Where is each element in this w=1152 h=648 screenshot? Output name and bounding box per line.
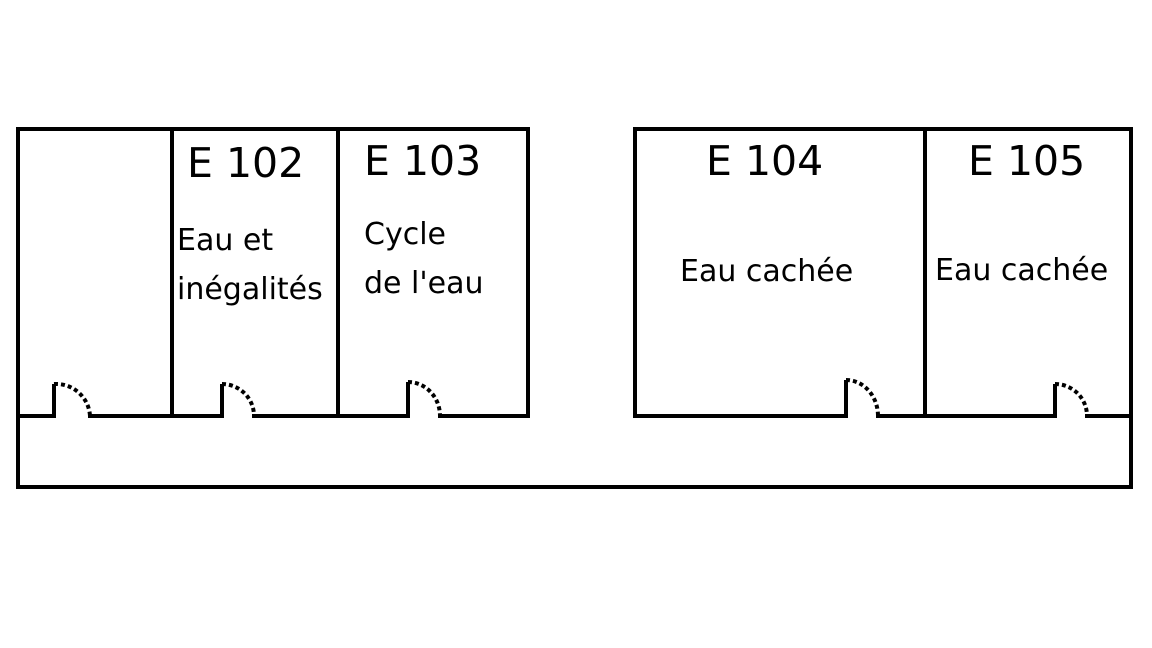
- door-e104: [844, 378, 880, 417]
- room-label-line: Eau et: [177, 223, 273, 258]
- room-number-e105: E 105: [968, 137, 1085, 185]
- room-number-e103: E 103: [364, 137, 481, 185]
- building-walls: [16, 127, 1133, 489]
- room-label-line: Eau cachée: [935, 253, 1108, 288]
- door-e103: [406, 380, 442, 417]
- room-label-line: de l'eau: [364, 266, 483, 301]
- room-label-line: inégalités: [177, 272, 323, 307]
- room-e102: E 102 Eau et inégalités: [177, 139, 323, 307]
- room-e103: E 103 Cycle de l'eau: [364, 137, 483, 301]
- door-e105: [1053, 382, 1089, 417]
- room-label-line: Cycle: [364, 217, 446, 252]
- room-e104: E 104 Eau cachée: [680, 137, 853, 289]
- room-number-e102: E 102: [187, 139, 304, 187]
- door-room-1: [52, 381, 92, 417]
- room-number-e104: E 104: [706, 137, 823, 185]
- door-e102: [220, 382, 256, 417]
- room-label-line: Eau cachée: [680, 254, 853, 289]
- room-e105: E 105 Eau cachée: [935, 137, 1108, 288]
